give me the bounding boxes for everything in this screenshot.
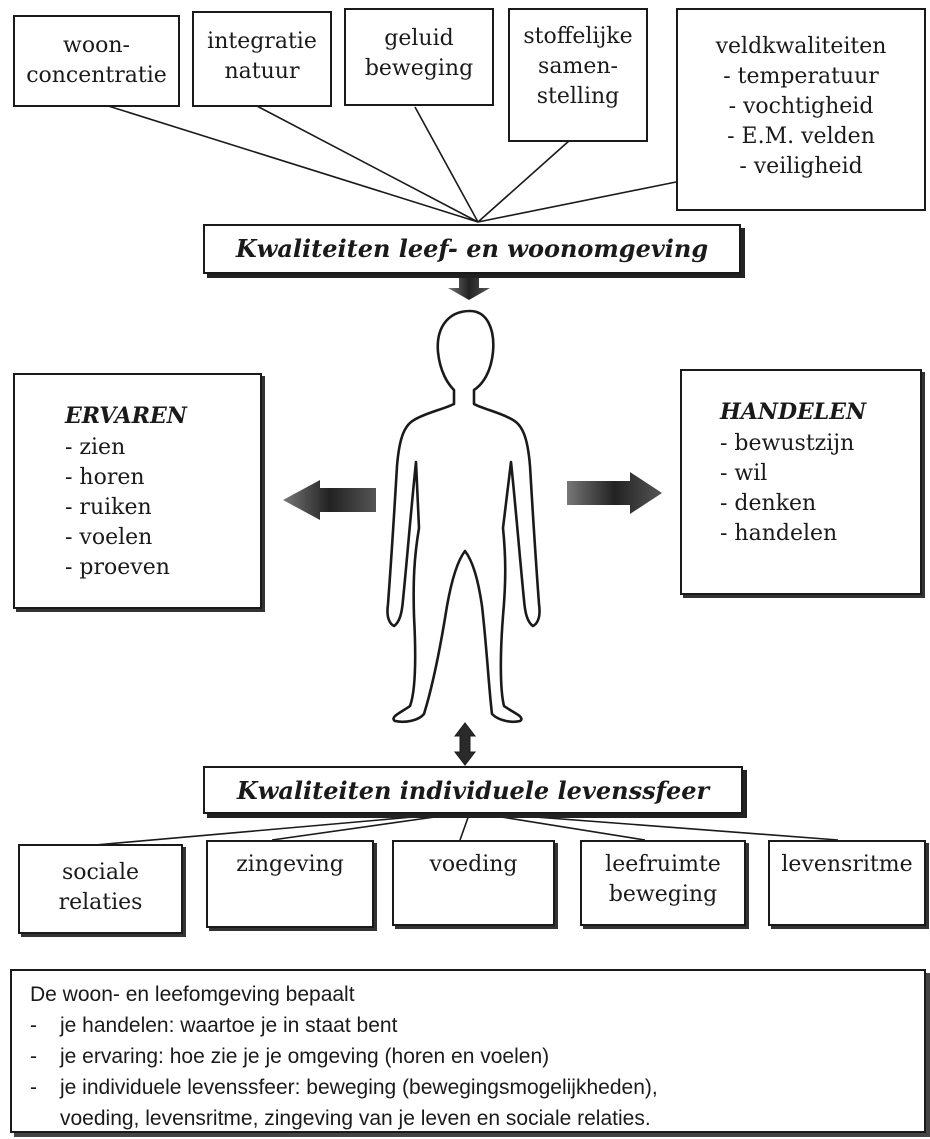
factor-line: natuur [224,59,300,84]
factor-line: geluid [384,26,454,51]
factor-line: stoffelijke [523,24,633,49]
factor-box-social-relations: sociale relaties [18,844,183,934]
factor-box-field-qualities: veldkwaliteiten - temperatuur - vochtigh… [676,8,926,211]
action-heading: HANDELEN [720,399,867,425]
experience-item: - zien [65,435,126,460]
double-arrow-icon [453,722,477,766]
action-item: - bewustzijn [720,431,855,456]
factor-box-sound-movement: geluid beweging [344,8,494,106]
action-item: - wil [720,461,768,486]
action-item: - handelen [720,521,838,546]
note-bullet-text: je individuele levenssfeer: beweging (be… [60,1076,658,1099]
experience-box: ERVAREN - zien - horen - ruiken - voelen… [13,373,262,609]
factor-line: zingeving [236,852,344,877]
action-box: HANDELEN - bewustzijn - wil - denken - h… [680,369,922,595]
down-arrow-icon [448,278,490,300]
left-arrow-icon [283,480,376,520]
factor-line: - vochtigheid [728,94,874,119]
factor-line: integratie [207,29,317,54]
factor-line: - veiligheid [739,154,863,179]
living-environment-banner: Kwaliteiten leef- en woonomgeving [203,224,741,274]
experience-item: - ruiken [65,495,152,520]
note-dash: - [30,1014,37,1037]
factor-line: - E.M. velden [727,124,875,149]
bottom-connector-lines [94,811,839,846]
experience-heading: ERVAREN [65,403,187,429]
experience-item: - proeven [65,555,170,580]
factor-box-life-rhythm: levensritme [768,840,926,926]
factor-box-housing-concentration: woon- concentratie [13,15,180,107]
factor-box-nutrition: voeding [392,840,555,926]
note-bullet-text: je handelen: waartoe je in staat bent [60,1014,398,1037]
factor-box-living-space-movement: leefruimte beweging [580,840,746,926]
factor-line: beweging [608,882,718,907]
factor-line: - temperatuur [723,64,879,89]
note-bullet: - je ervaring: hoe zie je je omgeving (h… [30,1041,914,1072]
top-connector-lines [104,104,677,223]
factor-line: voeding [429,852,518,877]
note-bullet-text: je ervaring: hoe zie je je omgeving (hor… [60,1045,550,1068]
experience-item: - voelen [65,525,153,550]
factor-line: levensritme [781,852,913,877]
factor-line: beweging [364,56,474,81]
factor-box-nature-integration: integratie natuur [192,11,332,107]
factor-line: woon- [63,33,130,58]
experience-item: - horen [65,465,145,490]
factor-line: relaties [58,890,143,915]
factor-line: stelling [536,84,620,109]
human-figure-icon [386,309,541,724]
factor-line: samen- [538,54,618,79]
note-bullet: - je handelen: waartoe je in staat bent [30,1010,914,1041]
factor-line: leefruimte [605,852,721,877]
factor-line: veldkwaliteiten [715,34,887,59]
note-bullet: - je individuele levenssfeer: beweging (… [30,1072,914,1103]
explanation-note: De woon- en leefomgeving bepaalt - je ha… [10,969,926,1133]
note-dash: - [30,1045,37,1068]
action-item: - denken [720,491,817,516]
individual-sphere-banner: Kwaliteiten individuele levenssfeer [203,766,743,814]
note-intro: De woon- en leefomgeving bepaalt [30,983,355,1006]
note-continuation: voeding, levensritme, zingeving van je l… [60,1107,651,1130]
factor-line: concentratie [26,63,167,88]
factor-line: sociale [61,860,140,885]
factor-box-meaning: zingeving [206,840,374,928]
note-dash: - [30,1076,37,1099]
right-arrow-icon [567,472,662,514]
factor-box-material-composition: stoffelijke samen- stelling [508,8,648,142]
